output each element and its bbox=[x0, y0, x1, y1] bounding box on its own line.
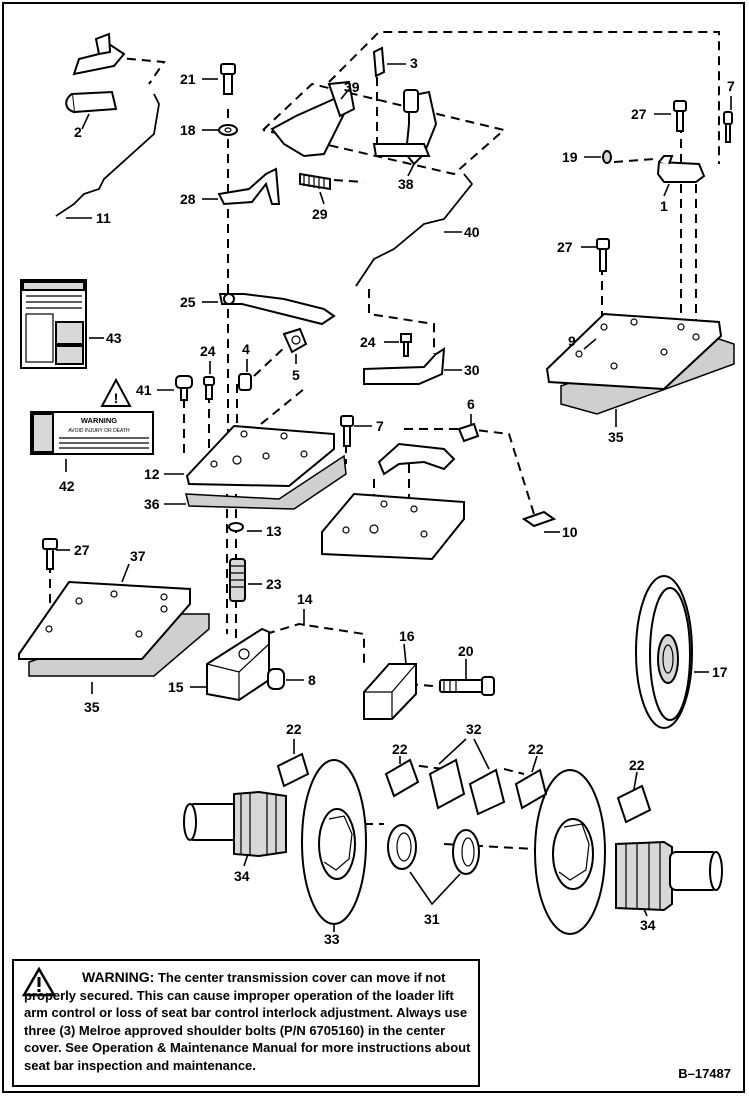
callout-27-left: 27 bbox=[74, 542, 90, 558]
callout-8: 8 bbox=[308, 672, 316, 688]
callout-2: 2 bbox=[74, 124, 82, 140]
callout-38: 38 bbox=[398, 176, 414, 192]
warning-text: WARNING: The center transmission cover c… bbox=[24, 969, 476, 1074]
cover-plate-left bbox=[18, 538, 210, 677]
callout-3: 3 bbox=[410, 55, 418, 71]
callout-12: 12 bbox=[144, 466, 160, 482]
callout-19: 19 bbox=[562, 149, 578, 165]
callout-10: 10 bbox=[562, 524, 578, 540]
callout-4: 4 bbox=[242, 341, 250, 357]
callout-7-center: 7 bbox=[376, 418, 384, 434]
callout-18: 18 bbox=[180, 122, 196, 138]
callout-16: 16 bbox=[399, 628, 415, 644]
warning-box: WARNING: The center transmission cover c… bbox=[12, 959, 480, 1087]
callout-1: 1 bbox=[660, 198, 668, 214]
linkage-parts bbox=[217, 63, 336, 391]
center-hardware bbox=[340, 415, 557, 528]
callout-6: 6 bbox=[467, 396, 475, 412]
callout-17: 17 bbox=[712, 664, 728, 680]
svg-text:!: ! bbox=[114, 390, 119, 406]
callout-21: 21 bbox=[180, 71, 196, 87]
lever-assembly-left bbox=[55, 32, 160, 217]
callout-35-right: 35 bbox=[608, 429, 624, 445]
callout-35-left: 35 bbox=[84, 699, 100, 715]
reference-code: B–17487 bbox=[678, 1066, 731, 1081]
warning-triangle-icon bbox=[22, 967, 56, 997]
block-16 bbox=[363, 663, 495, 720]
decal-chart bbox=[20, 279, 87, 369]
decal-warning: ! WARNING AVOID INJURY OR DEATH bbox=[30, 377, 154, 455]
callout-25: 25 bbox=[180, 294, 196, 310]
callout-29: 29 bbox=[312, 206, 328, 222]
callout-30: 30 bbox=[464, 362, 480, 378]
callout-9: 9 bbox=[568, 333, 576, 349]
callout-36: 36 bbox=[144, 496, 160, 512]
callout-37: 37 bbox=[130, 548, 146, 564]
callout-13: 13 bbox=[266, 523, 282, 539]
callout-24-right: 24 bbox=[360, 334, 376, 350]
callout-27-top: 27 bbox=[631, 106, 647, 122]
warning-body: The center transmission cover can move i… bbox=[24, 970, 471, 1073]
callout-20: 20 bbox=[458, 643, 474, 659]
callout-22-d: 22 bbox=[629, 757, 645, 773]
decal-warning-subtitle: AVOID INJURY OR DEATH bbox=[68, 428, 130, 434]
cover-plate-12 bbox=[185, 424, 347, 510]
callout-42: 42 bbox=[59, 478, 75, 494]
decal-warning-title: WARNING bbox=[81, 416, 117, 425]
callout-14: 14 bbox=[297, 591, 313, 607]
pin-block-15 bbox=[206, 522, 285, 702]
center-cover-plate bbox=[321, 492, 465, 561]
callout-7-top: 7 bbox=[727, 78, 735, 94]
bracket-30 bbox=[363, 333, 446, 385]
callout-34-right: 34 bbox=[640, 917, 656, 933]
callout-27-mid: 27 bbox=[557, 239, 573, 255]
callout-41: 41 bbox=[136, 382, 152, 398]
callout-32: 32 bbox=[466, 721, 482, 737]
callout-11: 11 bbox=[96, 210, 111, 226]
disc-17 bbox=[635, 575, 693, 729]
callout-28: 28 bbox=[180, 191, 196, 207]
callout-39: 39 bbox=[344, 79, 360, 95]
callout-23: 23 bbox=[266, 576, 282, 592]
callout-34-left: 34 bbox=[234, 868, 250, 884]
callout-31: 31 bbox=[424, 911, 440, 927]
leader-lines bbox=[56, 63, 732, 932]
control-rod bbox=[355, 173, 474, 287]
callout-40: 40 bbox=[464, 224, 480, 240]
callout-15: 15 bbox=[168, 679, 184, 695]
cover-plate-right bbox=[545, 312, 735, 415]
exploded-parts-diagram: ! WARNING AVOID INJURY OR DEATH bbox=[18, 31, 735, 947]
callout-22-c: 22 bbox=[528, 741, 544, 757]
callout-labels: 2 11 3 39 38 21 18 28 29 40 25 4 5 24 30… bbox=[59, 55, 735, 947]
callout-22-b: 22 bbox=[392, 741, 408, 757]
top-right-hardware bbox=[596, 100, 733, 272]
callout-33: 33 bbox=[324, 931, 340, 947]
callout-5: 5 bbox=[292, 367, 300, 383]
bolts-left bbox=[175, 375, 215, 401]
callout-43: 43 bbox=[106, 330, 122, 346]
warning-heading: WARNING: bbox=[82, 969, 155, 985]
callout-24-left: 24 bbox=[200, 343, 216, 359]
callout-22-a: 22 bbox=[286, 721, 302, 737]
shaft-assembly bbox=[183, 752, 723, 935]
